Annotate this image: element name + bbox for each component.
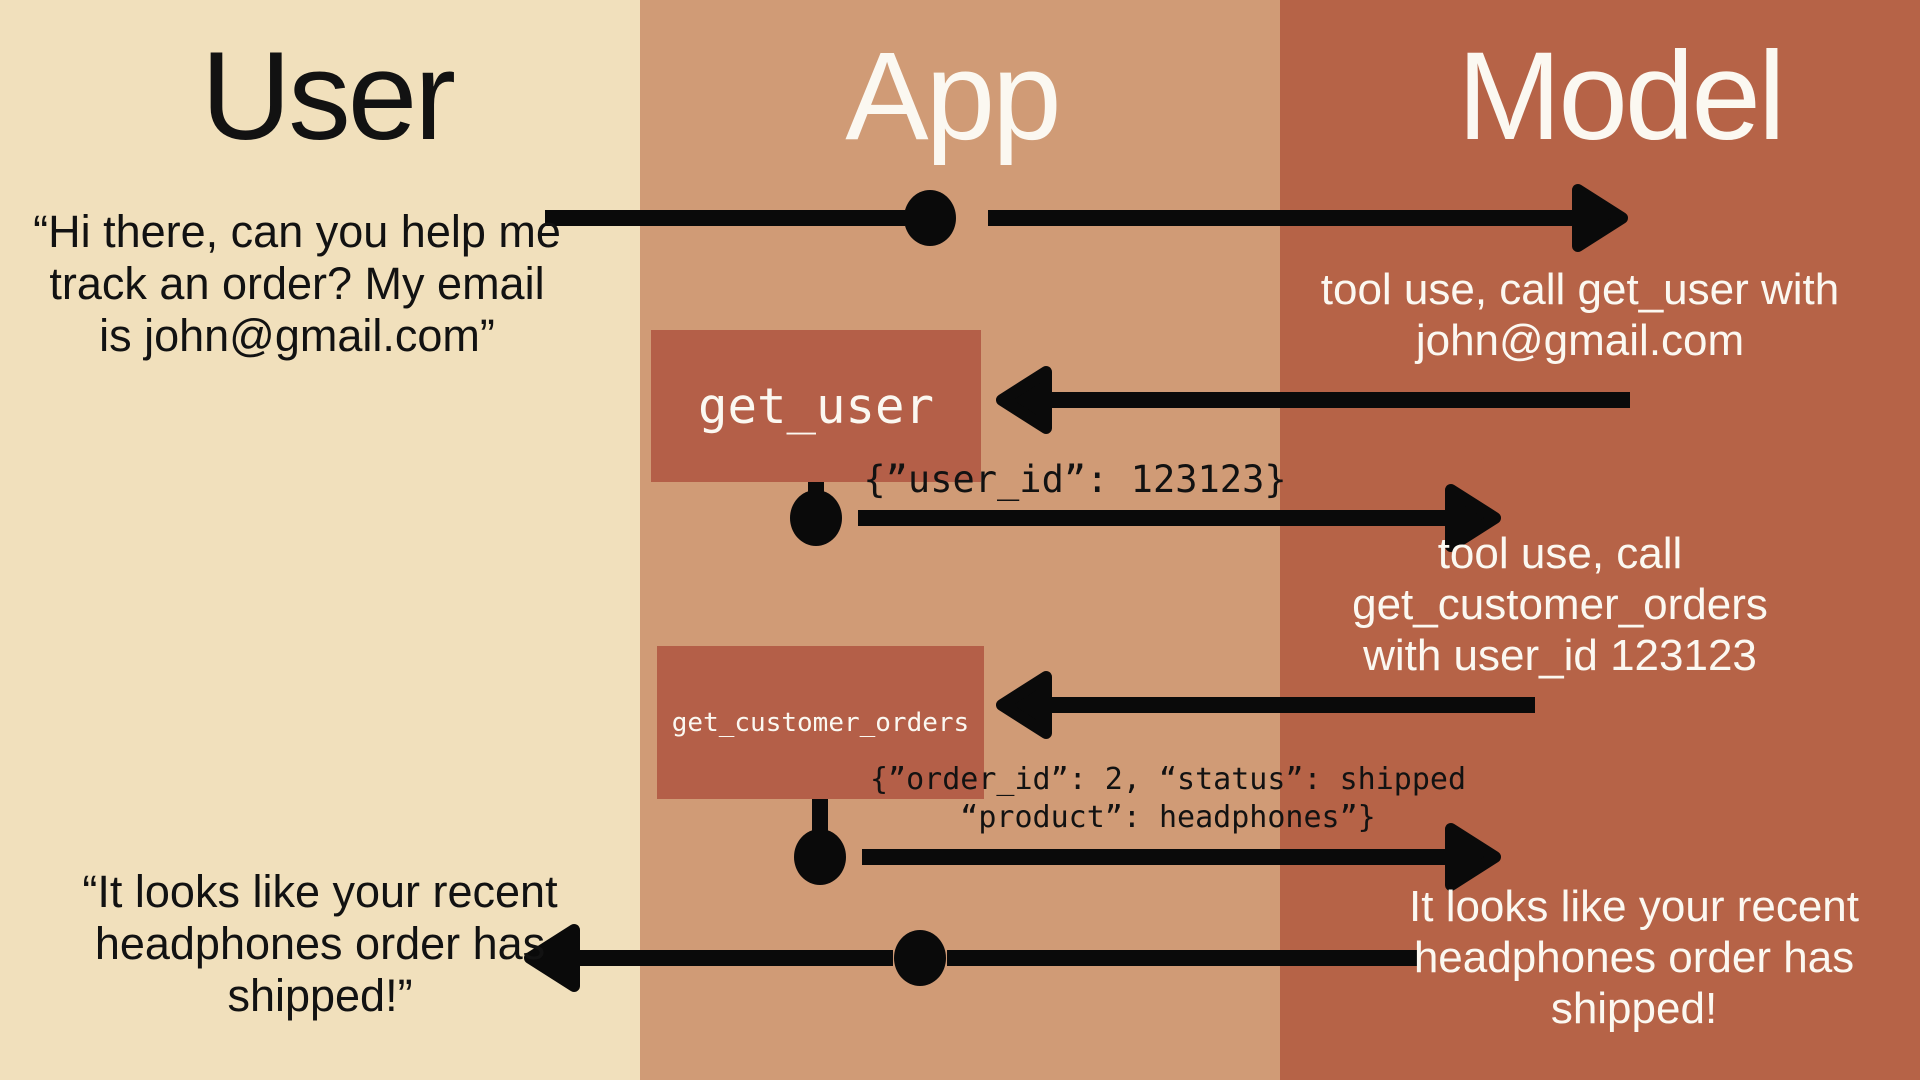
text-line: with user_id 123123 [1363, 631, 1757, 680]
text-line: get_customer_orders [1352, 580, 1768, 629]
app-lane [640, 0, 1280, 1080]
text-line: headphones order has [94, 918, 546, 969]
user-request-message: “Hi there, can you help me track an orde… [33, 206, 561, 362]
tool-result-1-payload: {”user_id”: 123123} [863, 460, 1286, 500]
text-line: tool use, call get_user with [1320, 265, 1840, 314]
arrow-get-user-to-model [790, 480, 1501, 552]
model-tool-call-1-note: tool use, call get_user with john@gmail.… [1321, 264, 1840, 366]
text-line: headphones order has [1413, 933, 1855, 982]
user-lane [0, 0, 640, 1080]
left-arrowhead-icon [996, 366, 1052, 434]
user-lane-title: User [201, 27, 456, 166]
text-line: {”order_id”: 2, “status”: shipped [869, 762, 1467, 797]
tool-junction-dot-icon [794, 829, 846, 885]
model-lane-title: Model [1457, 27, 1785, 166]
app-junction-dot-icon [894, 930, 946, 986]
left-arrowhead-icon [524, 924, 580, 992]
tool-box-label: get_customer_orders [671, 707, 970, 738]
get-customer-orders-tool-box: get_customer_orders [657, 646, 984, 799]
user-reply-message: “It looks like your recent headphones or… [82, 866, 557, 1022]
text-line: “product”: headphones”} [960, 800, 1376, 835]
text-line: track an order? My email [49, 258, 545, 309]
arrow-model-to-get-user [996, 366, 1630, 434]
tool-junction-dot-icon [790, 490, 842, 546]
text-line: {”user_id”: 123123} [863, 458, 1287, 501]
arrow-model-to-user [524, 924, 1417, 992]
right-arrowhead-icon [1445, 823, 1501, 891]
model-lane [1280, 0, 1920, 1080]
arrow-get-customer-orders-to-model [794, 797, 1501, 891]
get-user-tool-box: get_user [651, 330, 981, 482]
text-line: is john@gmail.com” [99, 310, 495, 361]
text-line: “Hi there, can you help me [33, 206, 561, 257]
model-response-message: It looks like your recent headphones ord… [1409, 881, 1859, 1034]
text-line: john@gmail.com [1415, 316, 1745, 365]
arrow-model-to-get-customer-orders [996, 671, 1535, 739]
arrow-user-to-model [545, 184, 1628, 252]
left-arrowhead-icon [996, 671, 1052, 739]
text-line: “It looks like your recent [82, 866, 558, 917]
text-line: shipped! [1550, 984, 1718, 1033]
text-line: shipped!” [227, 970, 413, 1021]
app-junction-dot-icon [904, 190, 956, 246]
model-tool-call-2-note: tool use, call get_customer_orders with … [1352, 528, 1768, 681]
text-line: tool use, call [1437, 529, 1683, 578]
right-arrowhead-icon [1445, 484, 1501, 552]
app-lane-title: App [845, 27, 1061, 166]
right-arrowhead-icon [1572, 184, 1628, 252]
text-line: It looks like your recent [1409, 882, 1859, 931]
tool-result-2-payload: {”order_id”: 2, “status”: shipped “produ… [870, 761, 1466, 837]
tool-box-label: get_user [697, 377, 934, 435]
